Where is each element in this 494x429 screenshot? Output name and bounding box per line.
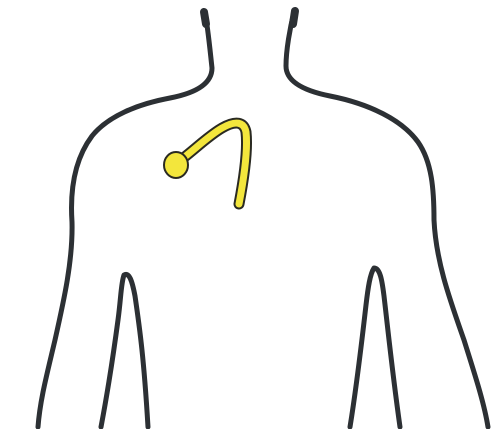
- right-body-outline: [286, 12, 488, 427]
- left-inner-arm-outline: [101, 274, 148, 427]
- right-neck-tick: [293, 11, 295, 24]
- port-catheter-icon: [164, 123, 247, 204]
- left-neck-tick: [204, 12, 206, 24]
- left-body-outline: [38, 13, 212, 427]
- port-reservoir: [164, 152, 188, 178]
- right-inner-arm-outline: [350, 268, 400, 427]
